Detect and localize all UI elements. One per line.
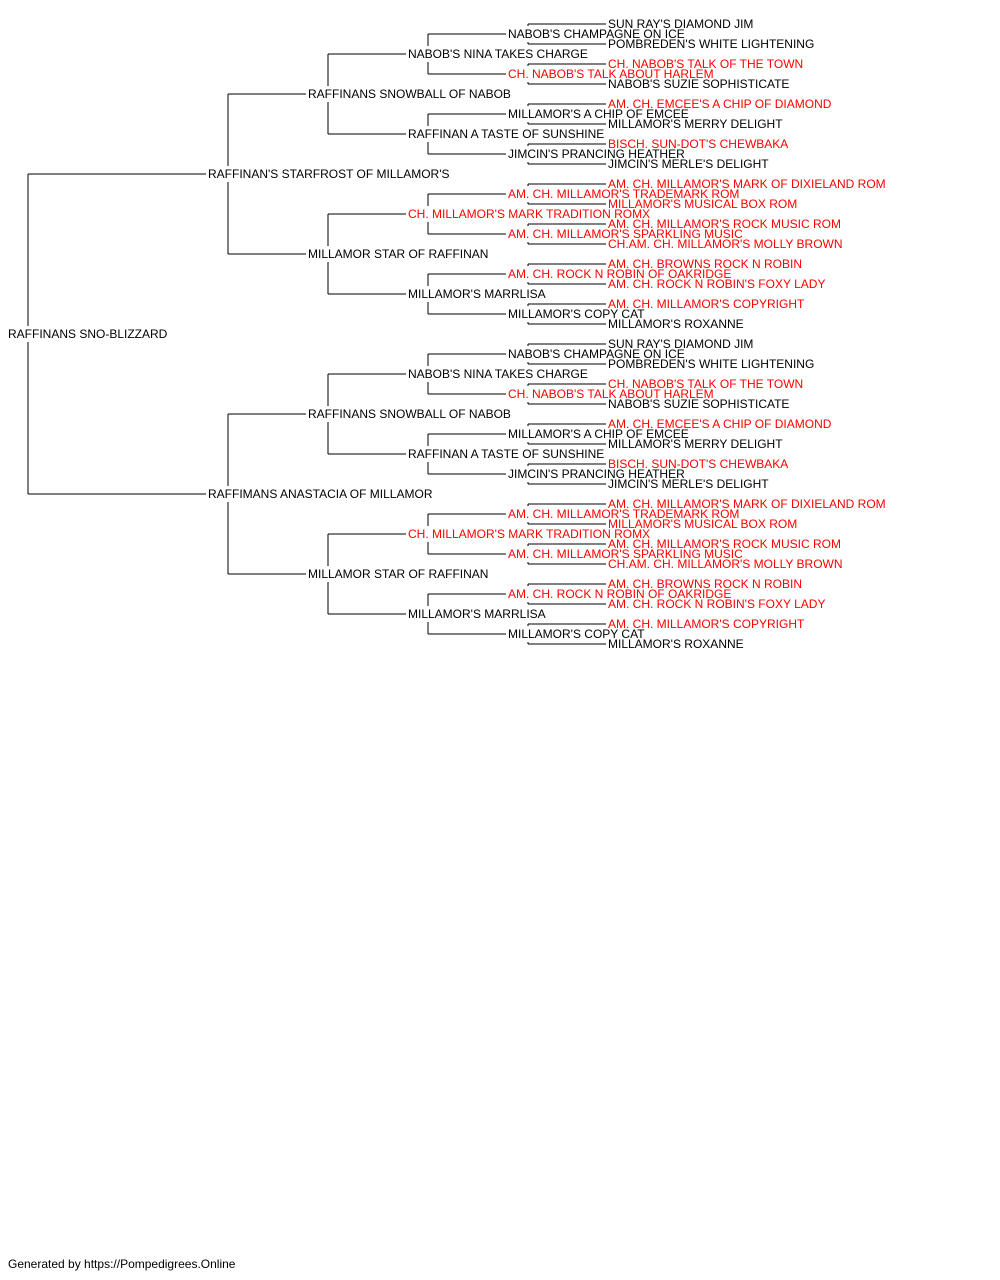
champion-dog-name: CH. NABOB'S TALK ABOUT HARLEM bbox=[508, 387, 714, 401]
dog-name: SUN RAY'S DIAMOND JIM bbox=[608, 337, 753, 351]
dog-name: MILLAMOR'S ROXANNE bbox=[608, 637, 744, 651]
champion-dog-name: AM. CH. BROWNS ROCK N ROBIN bbox=[608, 577, 802, 591]
dog-name: MILLAMOR STAR OF RAFFINAN bbox=[308, 567, 488, 581]
champion-dog-name: AM. CH. MILLAMOR'S TRADEMARK ROM bbox=[508, 507, 739, 521]
dog-name: RAFFINANS SNOWBALL OF NABOB bbox=[308, 87, 511, 101]
dog-name: JIMCIN'S MERLE'S DELIGHT bbox=[608, 157, 769, 171]
dog-name: MILLAMOR'S A CHIP OF EMCEE bbox=[508, 427, 689, 441]
champion-dog-name: AM. CH. MILLAMOR'S MARK OF DIXIELAND ROM bbox=[608, 497, 886, 511]
dog-name: RAFFINANS SNOWBALL OF NABOB bbox=[308, 407, 511, 421]
dog-name: MILLAMOR'S ROXANNE bbox=[608, 317, 744, 331]
champion-dog-name: CH. NABOB'S TALK ABOUT HARLEM bbox=[508, 67, 714, 81]
dog-name: RAFFINANS SNO-BLIZZARD bbox=[8, 327, 168, 341]
champion-dog-name: AM. CH. MILLAMOR'S MARK OF DIXIELAND ROM bbox=[608, 177, 886, 191]
champion-dog-name: AM. CH. BROWNS ROCK N ROBIN bbox=[608, 257, 802, 271]
dog-name: RAFFINAN A TASTE OF SUNSHINE bbox=[408, 127, 604, 141]
dog-name: MILLAMOR'S COPY CAT bbox=[508, 627, 645, 641]
champion-dog-name: AM. CH. MILLAMOR'S ROCK MUSIC ROM bbox=[608, 537, 841, 551]
champion-dog-name: MILLAMOR'S MUSICAL BOX ROM bbox=[608, 197, 797, 211]
champion-dog-name: CH. MILLAMOR'S MARK TRADITION ROMX bbox=[408, 527, 650, 541]
dog-name: NABOB'S NINA TAKES CHARGE bbox=[408, 47, 588, 61]
dog-name: MILLAMOR'S MARRLISA bbox=[408, 607, 546, 621]
champion-dog-name: CH. NABOB'S TALK OF THE TOWN bbox=[608, 377, 803, 391]
dog-name: NABOB'S NINA TAKES CHARGE bbox=[408, 367, 588, 381]
dog-name: MILLAMOR'S COPY CAT bbox=[508, 307, 645, 321]
champion-dog-name: AM. CH. EMCEE'S A CHIP OF DIAMOND bbox=[608, 97, 832, 111]
champion-dog-name: AM. CH. MILLAMOR'S TRADEMARK ROM bbox=[508, 187, 739, 201]
dog-name: MILLAMOR STAR OF RAFFINAN bbox=[308, 247, 488, 261]
dog-name: MILLAMOR'S MERRY DELIGHT bbox=[608, 437, 783, 451]
dog-name: NABOB'S SUZIE SOPHISTICATE bbox=[608, 77, 789, 91]
dog-name: MILLAMOR'S MERRY DELIGHT bbox=[608, 117, 783, 131]
generated-by-footer: Generated by https://Pompedigrees.Online bbox=[8, 1257, 236, 1271]
dog-name: NABOB'S CHAMPAGNE ON ICE bbox=[508, 347, 685, 361]
dog-name: RAFFIMANS ANASTACIA OF MILLAMOR bbox=[208, 487, 433, 501]
dog-name: POMBREDEN'S WHITE LIGHTENING bbox=[608, 357, 814, 371]
dog-name: JIMCIN'S PRANCING HEATHER bbox=[508, 147, 685, 161]
champion-dog-name: AM. CH. ROCK N ROBIN OF OAKRIDGE bbox=[508, 587, 731, 601]
dog-name: NABOB'S SUZIE SOPHISTICATE bbox=[608, 397, 789, 411]
dog-name: NABOB'S CHAMPAGNE ON ICE bbox=[508, 27, 685, 41]
champion-dog-name: AM. CH. ROCK N ROBIN OF OAKRIDGE bbox=[508, 267, 731, 281]
champion-dog-name: AM. CH. EMCEE'S A CHIP OF DIAMOND bbox=[608, 417, 832, 431]
dog-name: SUN RAY'S DIAMOND JIM bbox=[608, 17, 753, 31]
champion-dog-name: BISCH. SUN-DOT'S CHEWBAKA bbox=[608, 457, 788, 471]
champion-dog-name: BISCH. SUN-DOT'S CHEWBAKA bbox=[608, 137, 788, 151]
champion-dog-name: AM. CH. MILLAMOR'S ROCK MUSIC ROM bbox=[608, 217, 841, 231]
champion-dog-name: AM. CH. ROCK N ROBIN'S FOXY LADY bbox=[608, 277, 825, 291]
dog-name: MILLAMOR'S MARRLISA bbox=[408, 287, 546, 301]
champion-dog-name: CH. MILLAMOR'S MARK TRADITION ROMX bbox=[408, 207, 650, 221]
champion-dog-name: CH.AM. CH. MILLAMOR'S MOLLY BROWN bbox=[608, 557, 843, 571]
dog-name: JIMCIN'S MERLE'S DELIGHT bbox=[608, 477, 769, 491]
champion-dog-name: CH.AM. CH. MILLAMOR'S MOLLY BROWN bbox=[608, 237, 843, 251]
champion-dog-name: AM. CH. MILLAMOR'S COPYRIGHT bbox=[608, 617, 805, 631]
champion-dog-name: AM. CH. MILLAMOR'S COPYRIGHT bbox=[608, 297, 805, 311]
champion-dog-name: AM. CH. ROCK N ROBIN'S FOXY LADY bbox=[608, 597, 825, 611]
dog-name: JIMCIN'S PRANCING HEATHER bbox=[508, 467, 685, 481]
champion-dog-name: AM. CH. MILLAMOR'S SPARKLING MUSIC bbox=[508, 547, 743, 561]
dog-name: RAFFINAN A TASTE OF SUNSHINE bbox=[408, 447, 604, 461]
champion-dog-name: MILLAMOR'S MUSICAL BOX ROM bbox=[608, 517, 797, 531]
dog-name: MILLAMOR'S A CHIP OF EMCEE bbox=[508, 107, 689, 121]
champion-dog-name: AM. CH. MILLAMOR'S SPARKLING MUSIC bbox=[508, 227, 743, 241]
dog-name: POMBREDEN'S WHITE LIGHTENING bbox=[608, 37, 814, 51]
champion-dog-name: CH. NABOB'S TALK OF THE TOWN bbox=[608, 57, 803, 71]
dog-name: RAFFINAN'S STARFROST OF MILLAMOR'S bbox=[208, 167, 450, 181]
